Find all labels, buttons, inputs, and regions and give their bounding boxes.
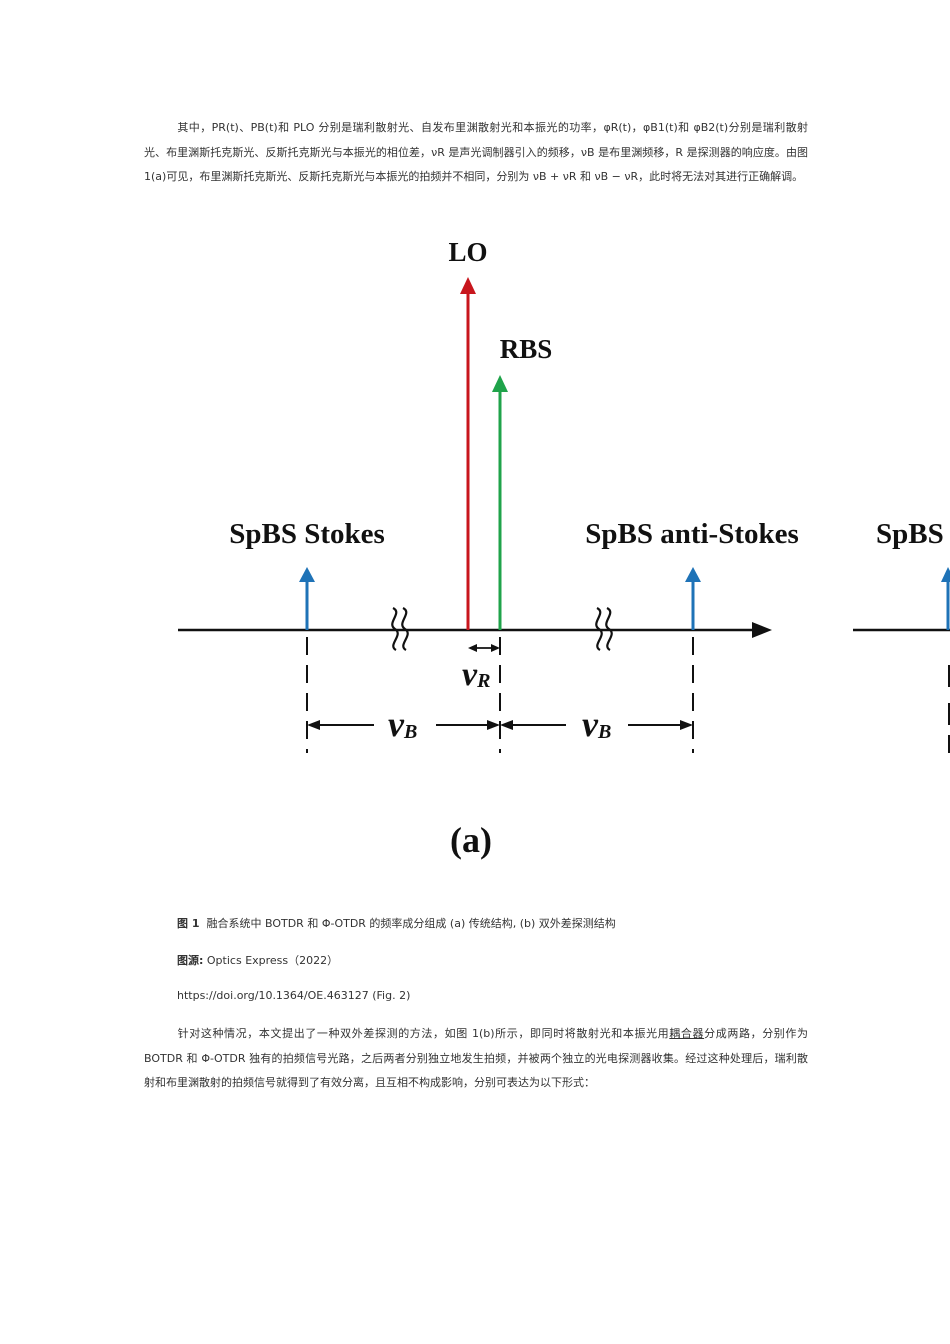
axis-break-right bbox=[595, 607, 613, 651]
source-text: Optics Express（2022） bbox=[203, 954, 339, 967]
right-cut-arrowhead bbox=[941, 567, 950, 582]
doi-link[interactable]: https://doi.org/10.1364/OE.463127 (Fig. … bbox=[177, 989, 410, 1002]
vr-label: vR bbox=[462, 656, 490, 693]
rbs-label: RBS bbox=[500, 334, 553, 364]
axis-break-left bbox=[391, 607, 409, 651]
figure-number: 图 1 bbox=[177, 917, 200, 930]
anti-stokes-arrowhead bbox=[685, 567, 701, 582]
source-label: 图源: bbox=[177, 954, 204, 967]
body-paragraph-1: 其中，PR(t)、PB(t)和 PLO 分别是瑞利散射光、自发布里渊散射光和本振… bbox=[144, 116, 808, 190]
figure-caption: 图 1 融合系统中 BOTDR 和 Φ-OTDR 的频率成分组成 (a) 传统结… bbox=[177, 915, 616, 931]
coupler-link[interactable]: 耦合器 bbox=[669, 1027, 705, 1040]
stokes-label: SpBS Stokes bbox=[229, 518, 385, 550]
paragraph-2-before: 针对这种情况，本文提出了一种双外差探测的方法，如图 1(b)所示，即同时将散射光… bbox=[177, 1027, 670, 1040]
lo-label: LO bbox=[448, 237, 487, 267]
body-paragraph-2: 针对这种情况，本文提出了一种双外差探测的方法，如图 1(b)所示，即同时将散射光… bbox=[144, 1022, 808, 1096]
paragraph-1-text: 其中，PR(t)、PB(t)和 PLO 分别是瑞利散射光、自发布里渊散射光和本振… bbox=[144, 121, 808, 184]
figure-source: 图源: Optics Express（2022） bbox=[177, 952, 338, 968]
figure-caption-text: 融合系统中 BOTDR 和 Φ-OTDR 的频率成分组成 (a) 传统结构, (… bbox=[206, 917, 616, 930]
vr-span-arrow bbox=[468, 644, 500, 652]
vb-label-left: vB bbox=[388, 704, 417, 744]
paragraph-2-after: 分成两路，分别作为 BOTDR 和 Φ-OTDR 独有的拍频信号光路，之后两者分… bbox=[144, 1027, 809, 1090]
anti-stokes-label: SpBS anti-Stokes bbox=[585, 518, 799, 550]
stokes-arrowhead bbox=[299, 567, 315, 582]
doi-text[interactable]: https://doi.org/10.1364/OE.463127 (Fig. … bbox=[177, 989, 411, 1002]
panel-label: (a) bbox=[450, 820, 492, 860]
axis-arrowhead bbox=[752, 622, 772, 638]
frequency-diagram: LO RBS SpBS Stokes SpBS anti-Stokes SpBS… bbox=[178, 237, 950, 860]
vb-span-left bbox=[307, 720, 500, 730]
vb-span-right bbox=[500, 720, 693, 730]
right-cut-label: SpBS bbox=[876, 518, 944, 550]
rbs-arrowhead bbox=[492, 375, 508, 392]
lo-arrowhead bbox=[460, 277, 476, 294]
vb-label-right: vB bbox=[582, 704, 611, 744]
